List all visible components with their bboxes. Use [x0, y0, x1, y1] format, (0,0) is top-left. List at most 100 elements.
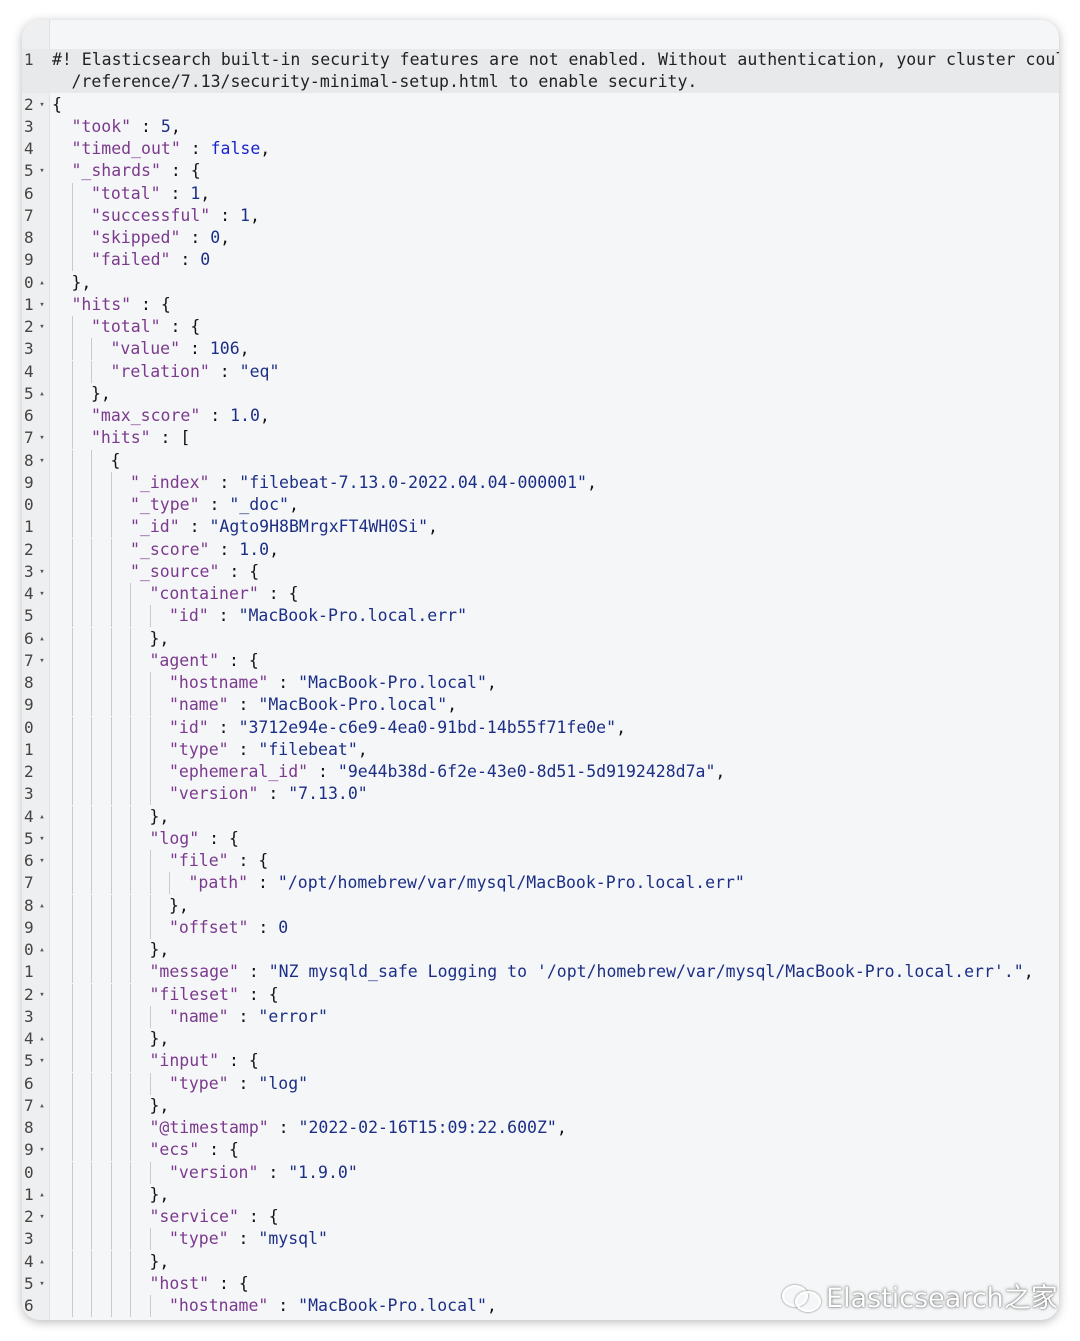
indent-guide: [52, 183, 72, 205]
fold-end-icon[interactable]: ▴: [39, 1100, 45, 1111]
json-key: "id": [169, 717, 209, 737]
line-number: 0: [24, 495, 34, 514]
indent-guide: [91, 872, 111, 895]
json-punctuation: :: [308, 762, 338, 781]
wechat-icon: [780, 1281, 821, 1312]
code-editor-panel[interactable]: 1#! Elasticsearch built-in security feat…: [22, 20, 1059, 1320]
json-value: "Agto9H8BMrgxFT4WH0Si": [209, 517, 429, 537]
indent-guide: [52, 1295, 72, 1317]
json-key: "name": [169, 1006, 229, 1026]
code-line: 9"_index" : "filebeat-7.13.0-2022.04.04-…: [22, 471, 1059, 494]
fold-collapse-icon[interactable]: ▾: [39, 299, 45, 310]
indent-guide: [52, 628, 72, 650]
line-number: 2: [24, 762, 34, 781]
fold-collapse-icon[interactable]: ▾: [39, 655, 45, 666]
json-key: "type": [169, 739, 229, 759]
indent-guide: [110, 983, 131, 1006]
indent-guide: [110, 1228, 131, 1251]
fold-end-icon[interactable]: ▴: [39, 900, 45, 911]
code-text: "offset" : 0: [52, 916, 289, 939]
indent-guide: [91, 916, 111, 939]
indent-guide: [71, 939, 92, 961]
indent-guide: [71, 427, 92, 450]
indent-guide: [110, 805, 131, 828]
json-punctuation: :: [180, 339, 210, 359]
json-punctuation: ,: [239, 339, 250, 359]
indent-guide: [91, 983, 111, 1006]
fold-collapse-icon[interactable]: ▾: [39, 1278, 45, 1289]
code-text: "type" : "log": [52, 1072, 308, 1095]
fold-end-icon[interactable]: ▴: [39, 1189, 45, 1200]
fold-collapse-icon[interactable]: ▾: [39, 1212, 45, 1222]
indent-guide: [52, 872, 72, 894]
json-value: "MacBook-Pro.local.err": [238, 606, 468, 626]
fold-collapse-icon[interactable]: ▾: [39, 99, 45, 110]
code-line: 6▾"file" : {: [22, 850, 1059, 872]
indent-guide: [52, 961, 72, 983]
indent-guide: [110, 1117, 131, 1139]
code-line: 4▴},: [22, 1028, 1059, 1050]
fold-collapse-icon[interactable]: ▾: [39, 566, 45, 577]
indent-guide: [71, 627, 92, 650]
json-punctuation: : {: [238, 984, 279, 1004]
indent-guide: [149, 1072, 170, 1095]
json-punctuation: : {: [199, 1140, 239, 1160]
json-key: "version": [169, 1162, 259, 1182]
fold-collapse-icon[interactable]: ▾: [39, 322, 45, 332]
indent-guide: [71, 1139, 92, 1162]
indent-guide: [91, 672, 111, 694]
code-text: "hits" : [: [52, 427, 190, 450]
indent-guide: [110, 761, 131, 783]
code-line: 8▾{: [22, 449, 1059, 472]
json-punctuation: ,: [220, 228, 231, 247]
json-value: 0: [278, 917, 289, 937]
fold-end-icon[interactable]: ▴: [39, 388, 45, 399]
json-key: "_shards": [71, 161, 161, 181]
indent-guide: [91, 1117, 111, 1139]
fold-collapse-icon[interactable]: ▾: [39, 856, 45, 866]
code-line: 8"hostname" : "MacBook-Pro.local",: [22, 672, 1059, 694]
fold-collapse-icon[interactable]: ▾: [39, 166, 45, 177]
line-number: 6: [24, 851, 34, 870]
fold-collapse-icon[interactable]: ▾: [39, 833, 45, 844]
indent-guide: [110, 694, 131, 717]
json-value: 0: [210, 228, 221, 247]
json-key: "_index": [130, 472, 210, 492]
json-punctuation: :: [200, 406, 231, 425]
json-key: "relation": [110, 361, 210, 381]
json-punctuation: : {: [258, 584, 299, 603]
fold-collapse-icon[interactable]: ▾: [39, 455, 45, 466]
fold-collapse-icon[interactable]: ▾: [39, 1056, 45, 1067]
fold-end-icon[interactable]: ▴: [39, 633, 45, 644]
indent-guide: [110, 783, 131, 806]
line-number: 6: [24, 1296, 34, 1315]
fold-collapse-icon[interactable]: ▾: [39, 989, 45, 1000]
fold-end-icon[interactable]: ▴: [39, 1034, 45, 1044]
indent-guide: [71, 338, 92, 361]
indent-guide: [110, 1250, 131, 1273]
fold-end-icon[interactable]: ▴: [39, 1256, 45, 1267]
json-value: 0: [200, 250, 211, 270]
fold-end-icon[interactable]: ▴: [39, 277, 45, 288]
fold-end-icon[interactable]: ▴: [39, 811, 45, 822]
indent-guide: [71, 894, 92, 917]
json-punctuation: :: [131, 116, 161, 136]
json-punctuation: :: [268, 1296, 299, 1315]
fold-collapse-icon[interactable]: ▾: [39, 589, 45, 599]
fold-collapse-icon[interactable]: ▾: [39, 1145, 45, 1156]
indent-guide: [91, 1139, 111, 1162]
fold-end-icon[interactable]: ▴: [39, 945, 45, 955]
watermark: Elasticsearch之家: [780, 1276, 1058, 1315]
json-punctuation: },: [149, 1029, 170, 1048]
fold-collapse-icon[interactable]: ▾: [39, 433, 45, 444]
json-punctuation: ,: [486, 1296, 497, 1315]
line-number: 9: [24, 1140, 34, 1160]
indent-guide: [130, 1072, 150, 1095]
watermark-text: Elasticsearch之家: [826, 1283, 1058, 1314]
json-key: "successful": [91, 205, 211, 225]
json-punctuation: : {: [160, 161, 201, 181]
code-line: 4▴},: [22, 805, 1059, 828]
line-number: 5: [24, 383, 34, 403]
indent-guide: [91, 894, 111, 917]
code-text: "fileset" : {: [52, 983, 279, 1006]
